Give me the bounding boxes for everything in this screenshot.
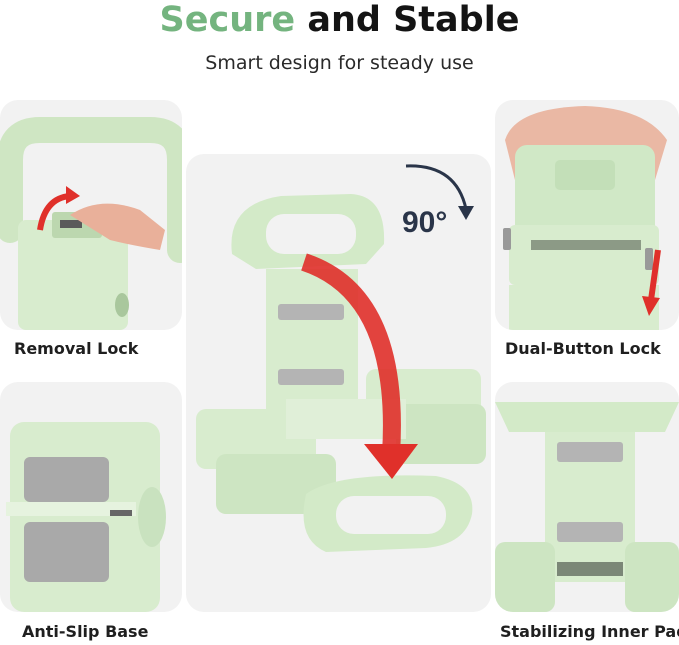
caption-anti-slip-base: Anti-Slip Base xyxy=(22,622,149,641)
main-product-image: 90° xyxy=(186,154,491,612)
caption-removal-lock: Removal Lock xyxy=(14,339,139,358)
removal-lock-image xyxy=(0,100,182,330)
dual-button-lock-image xyxy=(495,100,679,330)
title-accent: Secure xyxy=(159,0,296,40)
page-subtitle: Smart design for steady use xyxy=(205,52,474,74)
rotation-label: 90° xyxy=(402,206,447,239)
caption-stabilizing-inner-pad: Stabilizing Inner Pad xyxy=(500,622,679,641)
stabilizing-inner-pad-image xyxy=(495,382,679,612)
title-rest: and Stable xyxy=(307,0,520,40)
caption-dual-button-lock: Dual-Button Lock xyxy=(505,339,661,358)
anti-slip-base-image xyxy=(0,382,182,612)
page-title: Secure and Stable xyxy=(0,0,679,40)
